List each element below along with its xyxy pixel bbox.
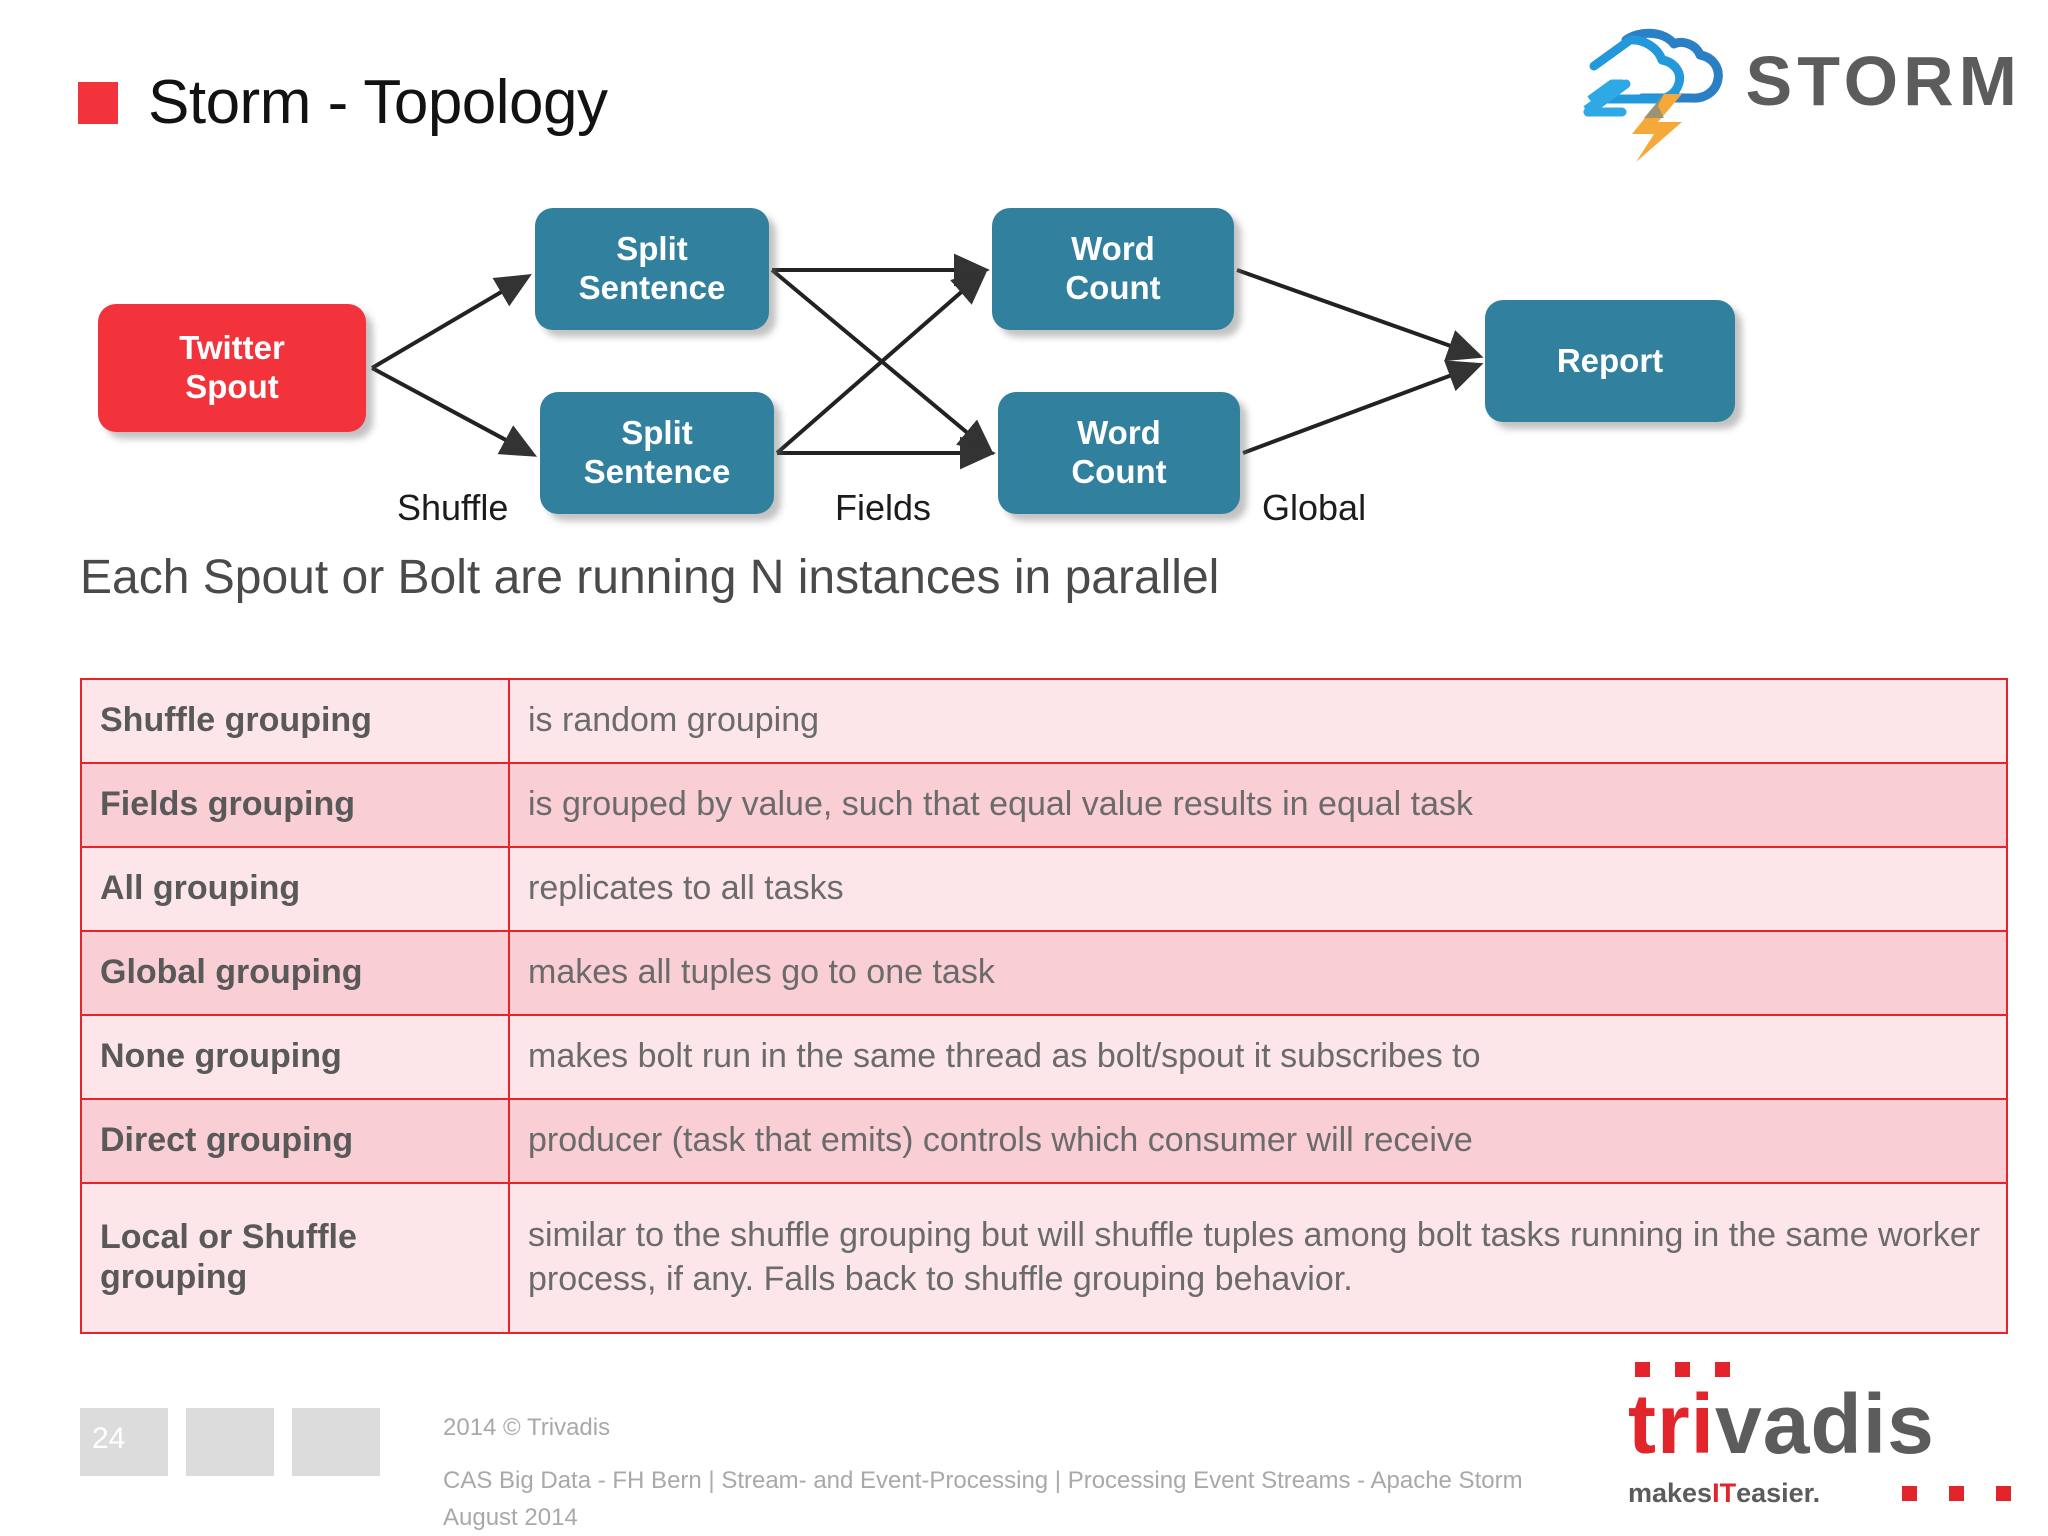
footer-course: CAS Big Data - FH Bern | Stream- and Eve… <box>443 1467 1523 1495</box>
table-row: Direct grouping producer (task that emit… <box>80 1098 2008 1184</box>
grouping-desc: replicates to all tasks <box>508 846 2008 932</box>
grouping-name: None grouping <box>80 1014 510 1100</box>
footer-date: August 2014 <box>443 1504 578 1532</box>
page-title-text: Storm - Topology <box>148 68 608 137</box>
trivadis-tagline-3: easier. <box>1736 1478 1821 1508</box>
grouping-name: Fields grouping <box>80 762 510 848</box>
grouping-name: Direct grouping <box>80 1098 510 1184</box>
table-row: Fields grouping is grouped by value, suc… <box>80 762 2008 848</box>
table-row: None grouping makes bolt run in the same… <box>80 1014 2008 1100</box>
storm-logo: STORM <box>1578 22 2023 162</box>
footer-decor-blocks <box>80 1408 380 1476</box>
footer-block <box>292 1408 380 1476</box>
trivadis-tagline-1: makes <box>1628 1478 1713 1508</box>
footer-block <box>186 1408 274 1476</box>
trivadis-tagline-it: IT <box>1712 1478 1737 1508</box>
table-row: Shuffle grouping is random grouping <box>80 678 2008 764</box>
trivadis-wordmark: trivadis <box>1628 1362 2008 1466</box>
node-report-label: Report <box>1556 341 1664 379</box>
footer-block <box>80 1408 168 1476</box>
grouping-name: Global grouping <box>80 930 510 1016</box>
trivadis-logo: trivadis makes IT easier. <box>1628 1362 2012 1508</box>
trivadis-brand-red: tri <box>1628 1377 1715 1471</box>
trivadis-brand-grey: vadis <box>1715 1377 1935 1471</box>
grouping-desc: producer (task that emits) controls whic… <box>508 1098 2008 1184</box>
table-row: Local or Shuffle grouping similar to the… <box>80 1182 2008 1334</box>
grouping-desc: similar to the shuffle grouping but will… <box>508 1182 2008 1334</box>
grouping-table: Shuffle grouping is random grouping Fiel… <box>80 678 2008 1334</box>
edge-label-shuffle: Shuffle <box>397 487 509 528</box>
footer-spacer <box>443 1446 1523 1462</box>
trivadis-sub-dots-icon <box>1902 1486 2012 1501</box>
grouping-desc: is grouped by value, such that equal val… <box>508 762 2008 848</box>
grouping-desc: is random grouping <box>508 678 2008 764</box>
grouping-desc: makes all tuples go to one task <box>508 930 2008 1016</box>
grouping-name: All grouping <box>80 846 510 932</box>
edge-label-global: Global <box>1262 487 1367 528</box>
page-title: Storm - Topology <box>78 72 608 134</box>
edge-label-fields: Fields <box>835 487 932 528</box>
storm-cloud-bolt-icon <box>1582 28 1723 162</box>
topology-edges <box>370 253 1484 470</box>
diagram-caption: Each Spout or Bolt are running N instanc… <box>80 551 1220 604</box>
footer-copyright: 2014 © Trivadis <box>443 1414 611 1441</box>
trivadis-tagline: makes IT easier. <box>1628 1478 2012 1509</box>
grouping-name: Shuffle grouping <box>80 678 510 764</box>
table-row: All grouping replicates to all tasks <box>80 846 2008 932</box>
page-number: 24 <box>92 1422 126 1455</box>
grouping-name: Local or Shuffle grouping <box>80 1182 510 1334</box>
footer-text: 2014 © Trivadis CAS Big Data - FH Bern |… <box>443 1409 1523 1536</box>
node-report[interactable]: Report <box>1485 300 1735 422</box>
table-row: Global grouping makes all tuples go to o… <box>80 930 2008 1016</box>
trivadis-dots-icon <box>1635 1362 1730 1377</box>
grouping-desc: makes bolt run in the same thread as bol… <box>508 1014 2008 1100</box>
storm-wordmark: STORM <box>1745 42 2022 120</box>
title-bullet-icon <box>78 82 118 124</box>
